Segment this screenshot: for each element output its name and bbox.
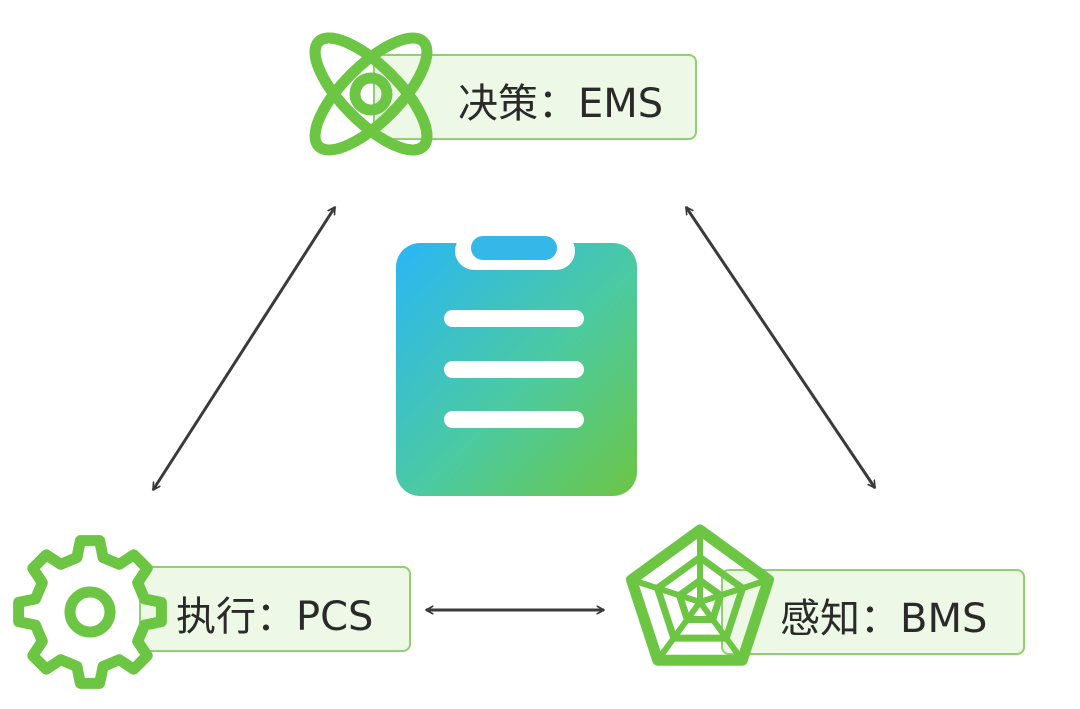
node-ems: 决策：EMS [309,32,697,156]
clipboard-icon [396,232,637,496]
bms-label: 感知：BMS [780,596,987,642]
ems-label: 决策：EMS [458,81,663,127]
atom-icon [309,32,433,156]
arrow-ems-pcs [151,207,337,490]
arrow-ems-bms [684,206,877,489]
node-pcs: 执行：PCS [13,535,411,689]
ems-label-box [373,54,697,140]
pcs-label-box [139,566,411,652]
node-bms: 感知：BMS [626,524,1025,666]
pcs-label: 执行：PCS [176,594,373,640]
bms-label-box [721,569,1025,655]
radar-chart-icon [626,524,774,666]
gear-icon [13,535,167,689]
